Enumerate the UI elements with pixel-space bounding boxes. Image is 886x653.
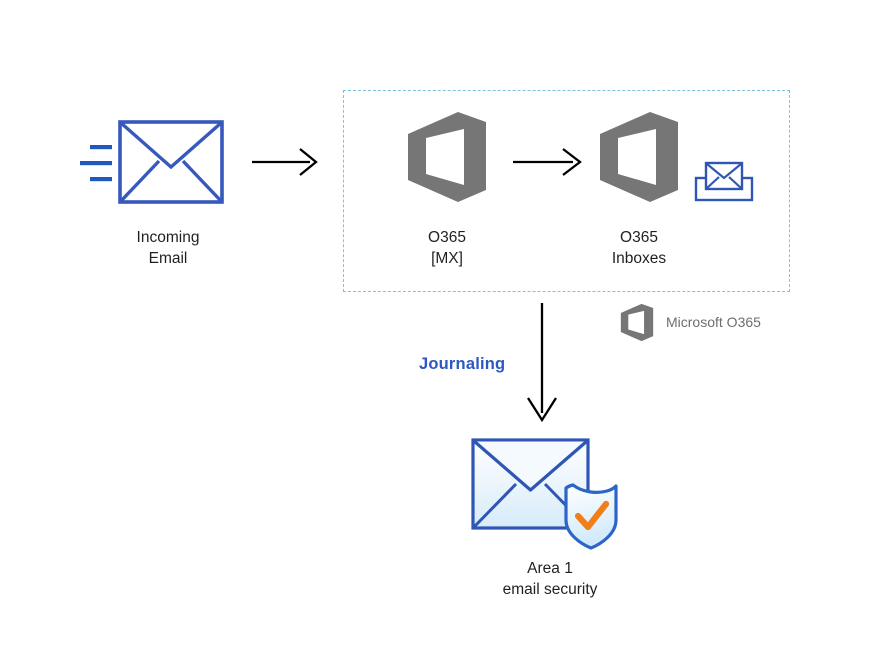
legend-o365-label: Microsoft O365	[666, 314, 761, 330]
edge-incoming-to-mx	[252, 146, 320, 178]
incoming-email-icon	[118, 120, 224, 204]
o365-mx-label: O365 [MX]	[382, 227, 512, 269]
o365-inboxes-label-line1: O365	[620, 229, 658, 246]
arrow-right-icon	[513, 148, 582, 176]
area1-label-line2: email security	[502, 581, 598, 598]
o365-boundary-zone	[343, 90, 790, 292]
secure-email-shield-icon	[471, 438, 618, 550]
o365-mx-icon	[406, 110, 488, 204]
email-speed-lines	[78, 141, 120, 187]
arrow-right-icon	[252, 148, 318, 176]
legend-o365-icon	[620, 303, 654, 342]
office-365-icon	[620, 303, 654, 342]
o365-inboxes-icon	[598, 110, 680, 204]
o365-inboxes-label-line2: Inboxes	[611, 250, 667, 267]
edge-mx-to-inboxes	[513, 146, 585, 178]
office-365-icon	[600, 112, 678, 202]
area1-label: Area 1 email security	[470, 558, 630, 600]
incoming-email-label-line1: Incoming	[136, 229, 200, 246]
incoming-email-label-line2: Email	[148, 250, 188, 267]
o365-mx-label-line2: [MX]	[431, 250, 463, 267]
journaling-label: Journaling	[419, 355, 506, 373]
area1-label-line1: Area 1	[527, 560, 573, 577]
inbox-tray-icon	[694, 161, 754, 202]
area1-secure-email-icon	[470, 436, 630, 551]
speed-lines-icon	[80, 145, 112, 182]
envelope-icon	[118, 120, 224, 204]
office-365-icon	[408, 112, 486, 202]
o365-inboxes-badge	[694, 160, 754, 202]
o365-mx-label-line1: O365	[428, 229, 466, 246]
edge-inboxes-to-area1	[524, 303, 560, 423]
arrow-down-icon	[527, 303, 557, 423]
